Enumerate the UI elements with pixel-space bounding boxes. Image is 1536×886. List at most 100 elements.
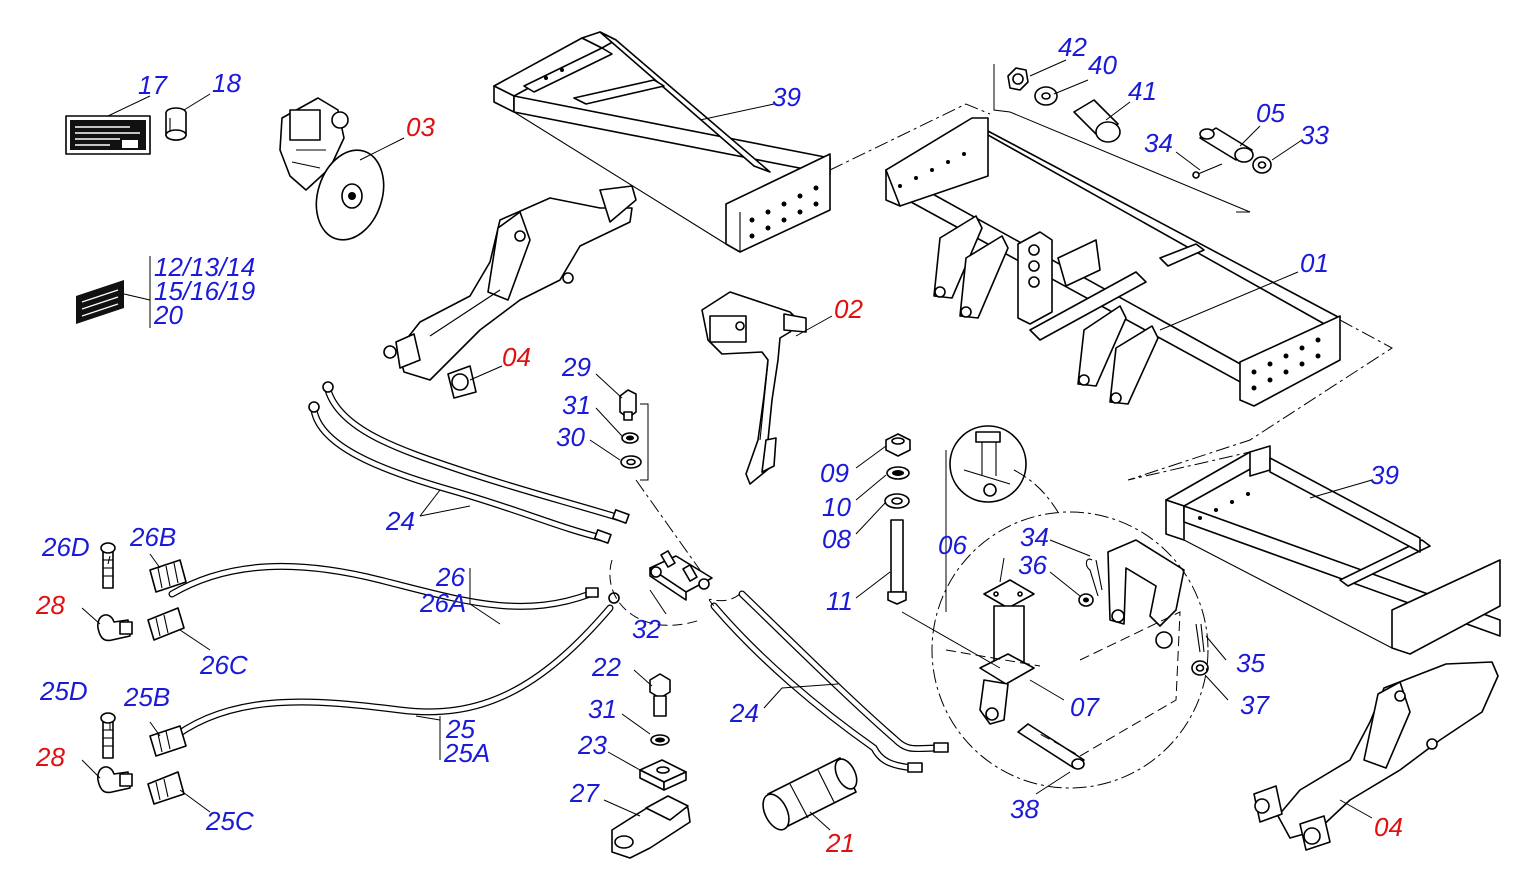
part-23-clamp (639, 759, 687, 791)
part-26C-color-grip (147, 607, 185, 641)
part-34-clip-detail (1085, 558, 1103, 597)
callout-41: 41 (1128, 76, 1157, 106)
detail-circle-hitch (949, 425, 1027, 503)
callout-09: 09 (820, 458, 849, 488)
callout-25: 25 (445, 714, 475, 744)
part-25D-dust-cap (100, 712, 116, 759)
part-39-extension-frame-lower (1165, 445, 1501, 655)
callout-26A: 26A (419, 588, 466, 618)
part-28-coupler-lower (97, 766, 133, 794)
callout-25D: 25D (39, 676, 88, 706)
part-05-pin (1199, 127, 1254, 163)
callout-11: 11 (826, 586, 853, 616)
callout-30: 30 (556, 422, 585, 452)
callout-31-lower: 31 (588, 694, 617, 724)
callout-31-upper: 31 (562, 390, 591, 420)
callout-15-16-19: 15/16/19 (154, 276, 255, 306)
callout-25A: 25A (443, 738, 490, 768)
callout-25C: 25C (205, 806, 254, 836)
part-31-washer-lower (650, 734, 670, 746)
part-42-nut (1007, 67, 1029, 91)
part-01-main-frame (885, 117, 1341, 407)
part-26-hose (168, 562, 620, 610)
part-21-canister (762, 757, 858, 831)
callout-39-lower: 39 (1370, 460, 1399, 490)
callout-04-upper: 04 (502, 342, 531, 372)
callout-36: 36 (1018, 550, 1047, 580)
part-04-linkage-lower (1253, 661, 1499, 851)
callout-26C: 26C (199, 650, 248, 680)
part-32-hydraulic-manifold (649, 550, 713, 601)
part-25C-color-grip (147, 771, 185, 805)
part-18-bushing (165, 107, 187, 141)
part-38-pin (1017, 723, 1085, 770)
callout-04-lower: 04 (1374, 812, 1403, 842)
callout-10: 10 (822, 492, 851, 522)
assembly-guide-lines (609, 64, 1393, 789)
callout-27: 27 (569, 778, 600, 808)
part-24-hoses-upper (308, 381, 630, 544)
callout-35: 35 (1236, 648, 1265, 678)
callout-40: 40 (1088, 50, 1117, 80)
part-24-hoses-lower (710, 590, 949, 773)
part-09-nut (885, 433, 911, 457)
callout-17: 17 (138, 70, 168, 100)
part-41-bushing (1073, 99, 1121, 143)
part-12-20-decals (76, 280, 124, 324)
callout-26D: 26D (41, 532, 90, 562)
part-29-bolt (619, 389, 637, 421)
callout-34-upper: 34 (1144, 128, 1173, 158)
callout-01: 01 (1300, 248, 1329, 278)
part-40-washer (1034, 86, 1058, 106)
part-02-shank (701, 291, 807, 485)
callout-23: 23 (577, 730, 607, 760)
callout-06: 06 (938, 530, 967, 560)
part-35-pin (1195, 623, 1205, 653)
callout-32: 32 (632, 614, 661, 644)
part-36-washer (1078, 593, 1094, 607)
callout-25B: 25B (123, 682, 170, 712)
callout-28-lower: 28 (35, 742, 65, 772)
part-28-coupler-upper (97, 614, 133, 642)
callout-labels: 17 18 03 39 42 40 41 05 34 33 01 12/13/1… (35, 32, 1403, 858)
part-22-bolt (649, 673, 671, 717)
callout-12-13-14: 12/13/14 (154, 252, 255, 282)
part-26D-dust-cap (100, 542, 116, 589)
part-11-bolt (887, 519, 907, 605)
part-03-disc-coulter (279, 97, 385, 241)
part-33-washer (1252, 156, 1272, 174)
part-31-washer-upper (621, 432, 639, 444)
part-08-washer (884, 493, 910, 509)
callout-33: 33 (1300, 120, 1329, 150)
part-10-lock-washer (886, 466, 910, 480)
callout-07: 07 (1070, 692, 1100, 722)
callout-37: 37 (1240, 690, 1270, 720)
callout-24-lower: 24 (729, 698, 759, 728)
part-25-hose (164, 604, 614, 746)
part-27-hose-holder (611, 795, 691, 859)
part-04-linkage-upper (383, 185, 637, 399)
callout-34-lower: 34 (1020, 522, 1049, 552)
part-30-washer (620, 455, 642, 469)
part-25B-color-grip (149, 725, 187, 757)
leader-lines (81, 59, 1373, 831)
part-39-extension-frame-upper (493, 31, 831, 253)
callout-26B: 26B (129, 522, 176, 552)
callout-08: 08 (822, 524, 851, 554)
callout-28-upper: 28 (35, 590, 65, 620)
callout-22: 22 (591, 652, 621, 682)
callout-02: 02 (834, 294, 863, 324)
callout-26: 26 (435, 562, 465, 592)
part-37-washer (1191, 660, 1209, 676)
callout-38: 38 (1010, 794, 1039, 824)
callout-24-upper: 24 (385, 506, 415, 536)
callout-29: 29 (561, 352, 591, 382)
callout-05: 05 (1256, 98, 1285, 128)
part-26B-color-grip (149, 559, 187, 593)
part-bracket-detail (1107, 539, 1185, 649)
callout-21: 21 (825, 828, 855, 858)
part-17-id-plate (65, 115, 151, 155)
callout-39-upper: 39 (772, 82, 801, 112)
callout-18: 18 (212, 68, 241, 98)
